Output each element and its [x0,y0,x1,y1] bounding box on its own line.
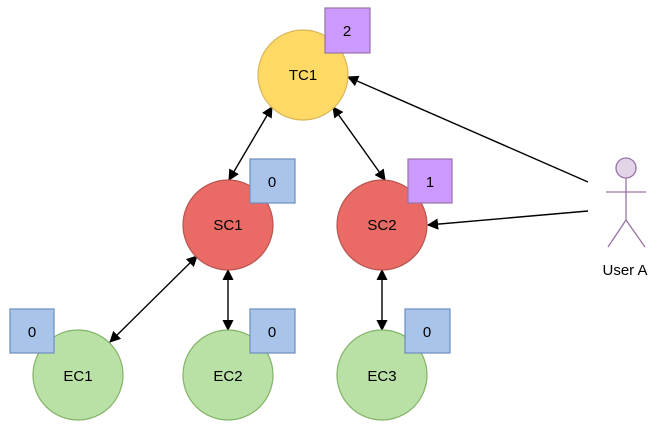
node-sc2-label: SC2 [367,217,396,234]
actor-user-a-label: User A [602,262,647,279]
node-tc1-badge [324,7,371,54]
node-ec1[interactable]: EC1 0 [9,308,124,421]
actor-user-a[interactable]: User A [602,157,648,279]
node-ec2[interactable]: EC2 0 [182,308,296,421]
node-ec1-label: EC1 [63,368,92,385]
node-tc1-label: TC1 [289,67,317,84]
node-sc1-badge-value: 0 [268,174,276,191]
node-tc1[interactable]: TC1 2 [257,7,371,121]
node-ec1-badge-value: 0 [28,324,36,341]
node-ec2-badge [249,308,296,354]
node-sc2[interactable]: SC2 1 [336,158,453,271]
node-sc1-label: SC1 [213,217,242,234]
node-ec3[interactable]: EC3 0 [336,308,451,421]
edge-user-sc2 [426,210,589,230]
edges [109,75,589,343]
node-ec3-label: EC3 [367,368,396,385]
node-tc1-badge-value: 2 [343,23,351,40]
edge-tc1-sc1 [228,106,273,181]
node-sc1[interactable]: SC1 0 [182,158,296,271]
node-sc2-badge-value: 1 [426,174,434,191]
edge-sc1-ec1 [109,255,198,343]
node-ec3-badge-value: 0 [423,324,431,341]
node-ec2-label: EC2 [213,368,242,385]
node-ec2-badge-value: 0 [268,324,276,341]
node-ec1-badge [9,308,55,354]
node-sc1-badge [249,158,296,204]
node-sc2-badge [407,158,453,204]
stick-figure-icon [606,157,646,248]
edge-user-tc1 [346,75,589,183]
node-sc2-circle [336,179,428,271]
edge-tc1-sc2 [332,106,386,181]
node-ec3-badge [404,308,451,354]
node-ec1-circle [32,329,124,421]
